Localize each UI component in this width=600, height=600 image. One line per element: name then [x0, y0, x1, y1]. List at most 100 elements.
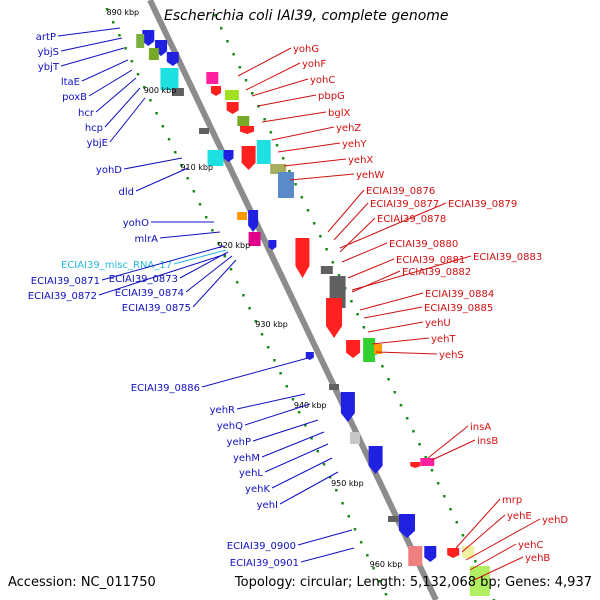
gene-label[interactable]: yehM	[233, 453, 260, 464]
tick-dot	[167, 138, 171, 141]
gene-label[interactable]: ECIAI39_0883	[473, 252, 542, 263]
gene-label[interactable]: insB	[477, 436, 498, 447]
tick-dot	[279, 372, 282, 375]
tick-dot	[405, 417, 409, 420]
gene-label[interactable]: yehP	[227, 437, 251, 448]
gene-label[interactable]: ECIAI39_0877	[370, 199, 439, 210]
gene-label[interactable]: insA	[470, 422, 491, 433]
tick-dot	[173, 151, 177, 154]
gene-label[interactable]: ltaE	[61, 77, 80, 88]
gene-label[interactable]: yehL	[239, 468, 263, 479]
gene-label[interactable]: yehW	[356, 170, 384, 181]
gene-label[interactable]: yohD	[96, 165, 122, 176]
gene-label[interactable]: yehC	[518, 540, 543, 551]
accession-text: Accession: NC_011750	[8, 575, 156, 590]
gene-label[interactable]: yehY	[342, 139, 367, 150]
gene-box	[277, 172, 294, 198]
tick-dot	[319, 235, 322, 238]
tick-dot	[149, 99, 152, 102]
gene-label[interactable]: mlrA	[135, 234, 159, 245]
gene-label[interactable]: ECIAI39_0874	[115, 288, 184, 299]
gene-label[interactable]: yehI	[257, 500, 278, 511]
gene-label[interactable]: yehT	[431, 334, 456, 345]
leader-line	[347, 258, 395, 279]
leader-line	[455, 498, 501, 549]
tick-dot	[449, 508, 452, 511]
gene-label[interactable]: yohF	[302, 59, 326, 70]
gene-label[interactable]: ECIAI39_0885	[424, 303, 493, 314]
gene-label[interactable]: ECIAI39_0900	[227, 541, 296, 552]
gene-label[interactable]: ECIAI39_0876	[366, 186, 435, 197]
leader-line	[339, 202, 447, 249]
leader-line	[95, 77, 137, 113]
gene-label[interactable]: ECIAI39_0886	[131, 383, 200, 394]
leader-line	[465, 518, 541, 561]
tick-dot	[412, 430, 415, 433]
tick-dot	[263, 118, 266, 121]
gene-label[interactable]: ECIAI39_0880	[389, 239, 458, 250]
gene-label[interactable]: ECIAI39_0872	[28, 291, 97, 302]
gene-arrow	[210, 86, 221, 96]
gene-label[interactable]: ECIAI39_0873	[109, 274, 178, 285]
gene-box	[408, 546, 423, 566]
tick-dot	[285, 385, 289, 388]
gene-label[interactable]: yohG	[293, 44, 319, 55]
gene-label[interactable]: ybjT	[38, 62, 60, 73]
gene-label[interactable]: ECIAI39_0879	[448, 199, 517, 210]
gene-label[interactable]: artP	[36, 32, 56, 43]
gene-label[interactable]: yehE	[507, 511, 532, 522]
gene-label[interactable]: ECIAI39_misc_RNA_17	[61, 260, 172, 271]
tick-dot	[229, 268, 233, 271]
gene-label[interactable]: yehQ	[217, 421, 243, 432]
gene-label[interactable]: mrp	[502, 495, 522, 506]
gene-label[interactable]: yohC	[310, 75, 335, 86]
gene-label[interactable]: yehD	[542, 515, 568, 526]
gene-label[interactable]: ECIAI39_0881	[396, 255, 465, 266]
gene-label[interactable]: ybjS	[38, 47, 59, 58]
tick-dot	[198, 203, 202, 206]
tick-dot	[372, 567, 375, 570]
gene-label[interactable]: yehR	[210, 405, 235, 416]
gene-arrow	[240, 126, 255, 134]
tick-dot	[288, 170, 291, 173]
gene-arrow	[326, 298, 343, 338]
gene-label[interactable]: ECIAI39_0882	[402, 267, 471, 278]
leader-line	[109, 97, 146, 143]
tick-dot	[325, 248, 328, 251]
gene-label[interactable]: bglX	[328, 108, 350, 119]
gene-box	[160, 68, 179, 90]
leader-line	[98, 253, 227, 296]
gene-label[interactable]: yohO	[123, 218, 149, 229]
gene-label[interactable]: ECIAI39_0871	[31, 276, 100, 287]
gene-label[interactable]: ybjE	[87, 138, 108, 149]
gene-label[interactable]: pbpG	[318, 91, 345, 102]
leader-line	[173, 249, 227, 265]
gene-label[interactable]: yehX	[348, 155, 373, 166]
gene-label[interactable]: poxB	[62, 92, 87, 103]
gene-label[interactable]: yehS	[439, 350, 464, 361]
tick-dot	[350, 300, 353, 303]
tick-dot	[461, 534, 465, 537]
gene-label[interactable]: yehK	[245, 484, 270, 495]
gene-label[interactable]: yehB	[525, 553, 550, 564]
gene-label[interactable]: ECIAI39_0884	[425, 289, 494, 300]
gene-label[interactable]: ECIAI39_0875	[122, 303, 191, 314]
gene-label[interactable]: dld	[119, 187, 134, 198]
gene-arrow	[268, 240, 277, 250]
leader-line	[261, 431, 325, 458]
gene-label[interactable]: hcr	[78, 108, 95, 119]
gene-label[interactable]: hcp	[85, 123, 103, 134]
tick-dot	[232, 53, 235, 56]
gene-arrow	[305, 352, 314, 360]
gene-label[interactable]: yehZ	[336, 123, 361, 134]
leader-line	[159, 231, 221, 239]
tick-dot	[235, 281, 239, 284]
leader-line	[371, 337, 430, 345]
gene-label[interactable]: yehU	[425, 318, 451, 329]
scale-label: 950 kbp	[331, 479, 364, 488]
leader-line	[257, 94, 317, 107]
gene-label[interactable]: ECIAI39_0878	[377, 214, 446, 225]
tick-dot	[353, 528, 357, 531]
gene-label[interactable]: ECIAI39_0901	[230, 558, 299, 569]
gene-box	[224, 90, 239, 100]
